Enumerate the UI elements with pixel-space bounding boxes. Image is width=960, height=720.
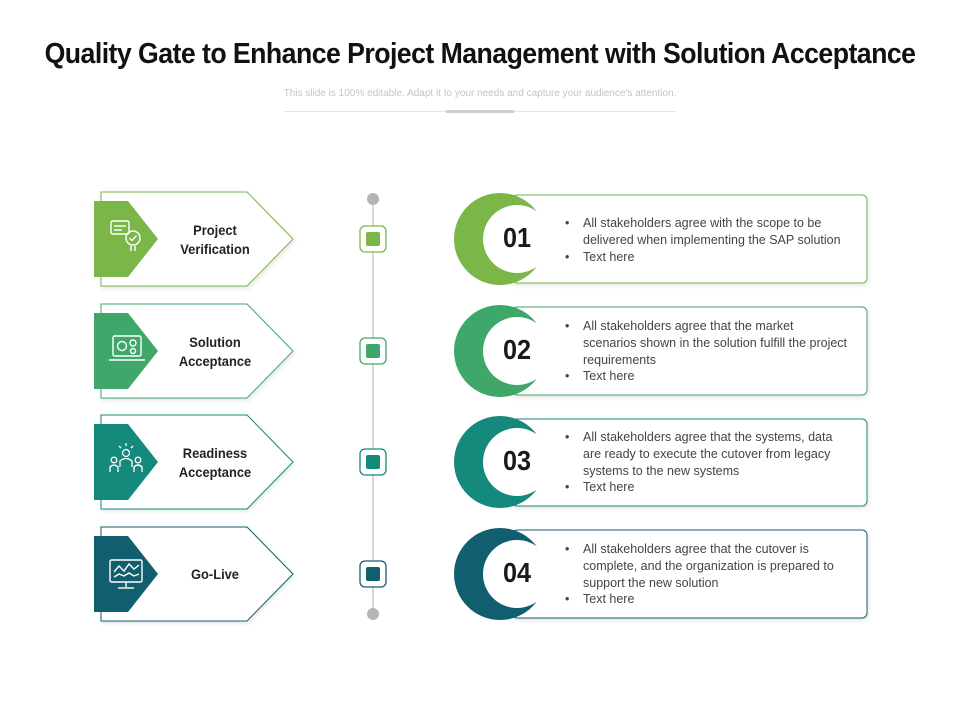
monitor-chart-icon xyxy=(109,559,143,589)
stage-1-bullet-2: Text here xyxy=(565,249,850,266)
stage-1-label: Project Verification xyxy=(164,221,265,259)
stage-2-bullet-2: Text here xyxy=(565,368,850,385)
stage-1-description: All stakeholders agree with the scope to… xyxy=(565,215,850,265)
slide-subtitle: This slide is 100% editable. Adapt it to… xyxy=(283,88,677,99)
stage-3-description: All stakeholders agree that the systems,… xyxy=(565,429,850,496)
stage-1-node-core xyxy=(366,232,380,246)
verification-icon xyxy=(110,220,141,251)
timeline-end-dot xyxy=(367,608,379,620)
stage-2-number: 02 xyxy=(502,334,532,365)
stage-4-number-badge xyxy=(483,540,551,608)
stage-1-number: 01 xyxy=(502,222,532,253)
stage-2-bullet-1: All stakeholders agree that the market s… xyxy=(565,318,850,368)
stage-4-bullet-1: All stakeholders agree that the cutover … xyxy=(565,541,850,591)
stage-1-label-line2: Verification xyxy=(180,241,250,257)
stage-2-number-badge xyxy=(483,317,551,385)
stage-4-description: All stakeholders agree that the cutover … xyxy=(565,541,850,608)
stage-1-number-badge xyxy=(483,205,551,273)
stage-1-bullet-1: All stakeholders agree with the scope to… xyxy=(565,215,850,249)
stage-3-bullet-2: Text here xyxy=(565,479,850,496)
stage-4-node-core xyxy=(366,567,380,581)
stage-3-label: Readiness Acceptance xyxy=(164,444,265,482)
stage-2-arrow-tab xyxy=(94,313,158,389)
stage-3-label-line1: Readiness xyxy=(182,445,248,461)
stage-1-label-line1: Project xyxy=(193,222,237,238)
stage-3-arrow-tab xyxy=(94,424,158,500)
stage-4-bullet-2: Text here xyxy=(565,591,850,608)
stage-4-number: 04 xyxy=(502,557,532,588)
stage-4-label-line1: Go-Live xyxy=(191,566,239,582)
stage-3-number-badge xyxy=(483,428,551,496)
stage-3-bullet-1: All stakeholders agree that the systems,… xyxy=(565,429,850,479)
stage-3-number: 03 xyxy=(502,445,532,476)
stage-2-description: All stakeholders agree that the market s… xyxy=(565,318,850,385)
stage-3-label-line2: Acceptance xyxy=(178,464,252,480)
timeline-start-dot xyxy=(367,193,379,205)
stage-2-label: Solution Acceptance xyxy=(164,333,265,371)
team-readiness-icon xyxy=(109,443,143,472)
stage-2-label-line2: Acceptance xyxy=(178,353,252,369)
stage-3-node-core xyxy=(366,455,380,469)
slide-title: Quality Gate to Enhance Project Manageme… xyxy=(44,38,916,70)
stage-4-label: Go-Live xyxy=(164,565,265,584)
stage-2-node-core xyxy=(366,344,380,358)
solution-gears-icon xyxy=(109,335,145,361)
subtitle-divider-accent xyxy=(446,110,514,113)
stage-2-label-line1: Solution xyxy=(189,334,241,350)
